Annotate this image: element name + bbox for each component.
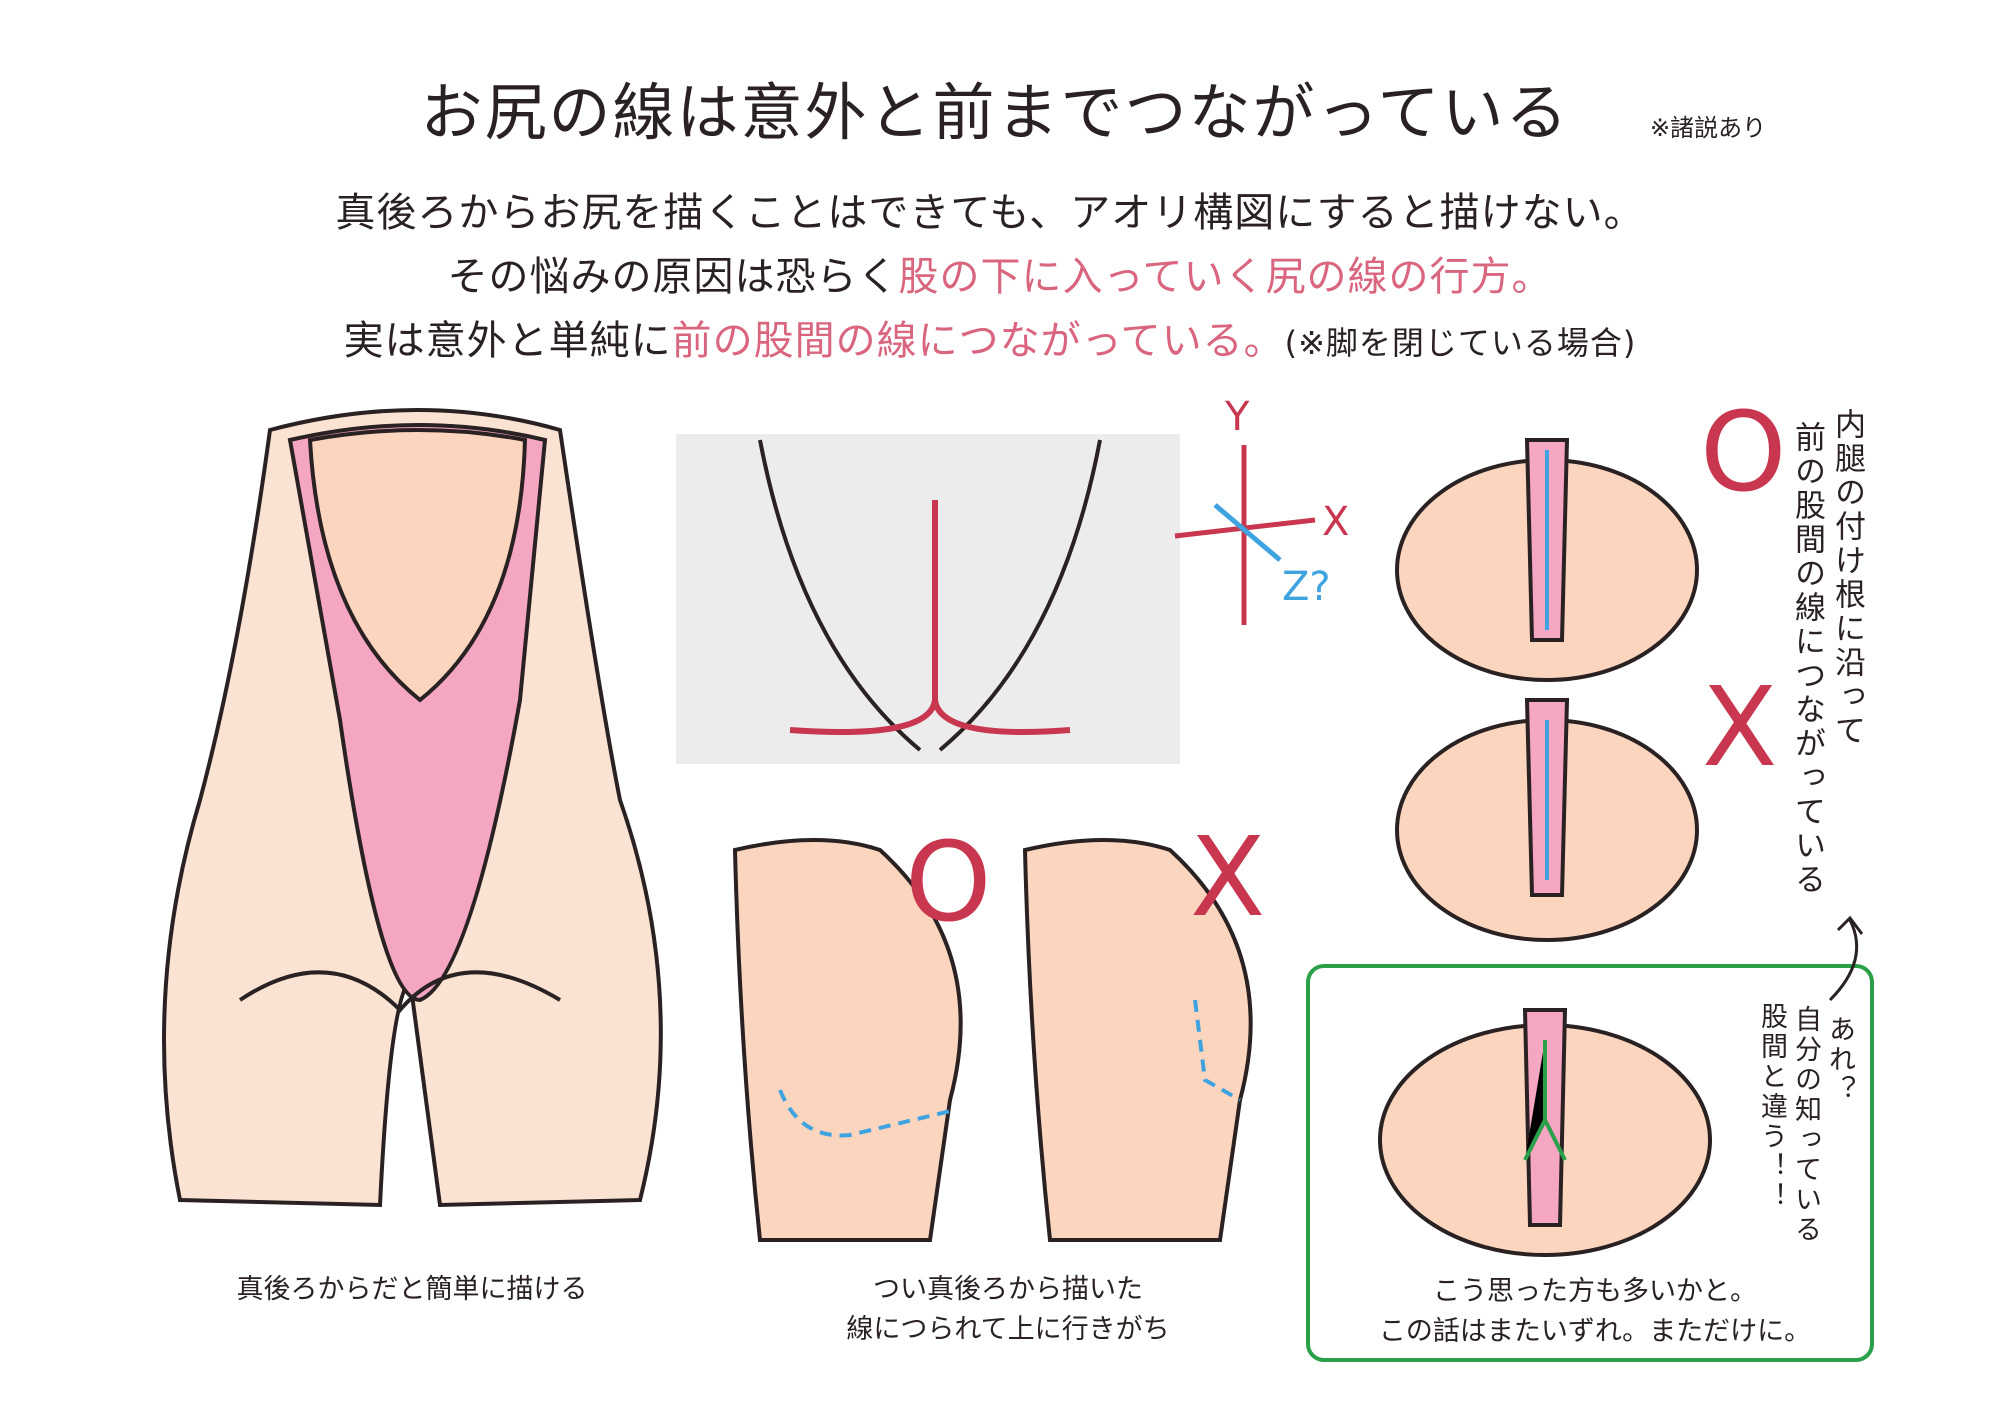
correct-mark-top: O xyxy=(1700,388,1787,516)
vertical-note-col1: 内腿の付け根に沿って xyxy=(1829,408,1865,748)
arrow-icon xyxy=(1828,915,1864,1002)
box-note-col2: 自分の知っている xyxy=(1790,1005,1821,1245)
box-note-col3: 股間と違う！！ xyxy=(1756,1002,1787,1212)
green-box xyxy=(1306,964,1874,1362)
correct-mark-side: O xyxy=(905,818,992,946)
side-view-wrong xyxy=(1022,838,1253,1242)
axis-z-label: Z? xyxy=(1282,564,1331,610)
page-title: お尻の線は意外と前までつながっている xyxy=(420,76,1570,149)
axis-diagram xyxy=(1174,445,1316,625)
intro-line-3-plain: 実は意外と単純に xyxy=(343,318,672,364)
wrong-mark-side: X xyxy=(1190,813,1265,941)
intro-line-2-highlight: 股の下に入っていく尻の線の行方。 xyxy=(898,254,1553,300)
caption-side-view-2: 線につられて上に行きがち xyxy=(846,1314,1170,1345)
caption-back-view: 真後ろからだと簡単に描ける xyxy=(236,1274,588,1305)
box-note-col1: あれ？ xyxy=(1824,1015,1855,1105)
intro-line-3: 実は意外と単純に前の股間の線につながっている。(※脚を閉じている場合) xyxy=(344,308,1637,366)
caption-side-view: つい真後ろから描いた線につられて上に行きがち xyxy=(846,1270,1169,1350)
gray-back-view xyxy=(676,434,1180,764)
intro-line-1: 真後ろからお尻を描くことはできても、アオリ構図にすると描けない。 xyxy=(335,190,1645,236)
caption-box: こう思った方も多いかと。この話はまたいずれ。まただけに。 xyxy=(1379,1272,1811,1352)
intro-line-3-note: (※脚を閉じている場合) xyxy=(1284,324,1637,362)
caption-side-view-1: つい真後ろから描いた xyxy=(872,1274,1143,1305)
caption-box-1: こう思った方も多いかと。 xyxy=(1433,1276,1757,1307)
back-view-figure xyxy=(162,408,663,1208)
wrong-mark-top: X xyxy=(1702,663,1777,791)
vertical-note-col2: 前の股間の線につながっている xyxy=(1789,421,1825,897)
side-view-correct xyxy=(732,838,963,1242)
top-views xyxy=(1378,438,1712,1257)
intro-line-2: その悩みの原因は恐らく股の下に入っていく尻の線の行方。 xyxy=(448,244,1553,302)
intro-line-3-highlight: 前の股間の線につながっている。 xyxy=(671,318,1285,364)
axis-y-label: Y xyxy=(1224,394,1250,440)
intro-line-2-plain: その悩みの原因は恐らく xyxy=(447,254,899,300)
title-note: ※諸説あり xyxy=(1650,114,1767,142)
axis-x-label: X xyxy=(1322,499,1349,545)
caption-box-2: この話はまたいずれ。まただけに。 xyxy=(1378,1316,1812,1347)
